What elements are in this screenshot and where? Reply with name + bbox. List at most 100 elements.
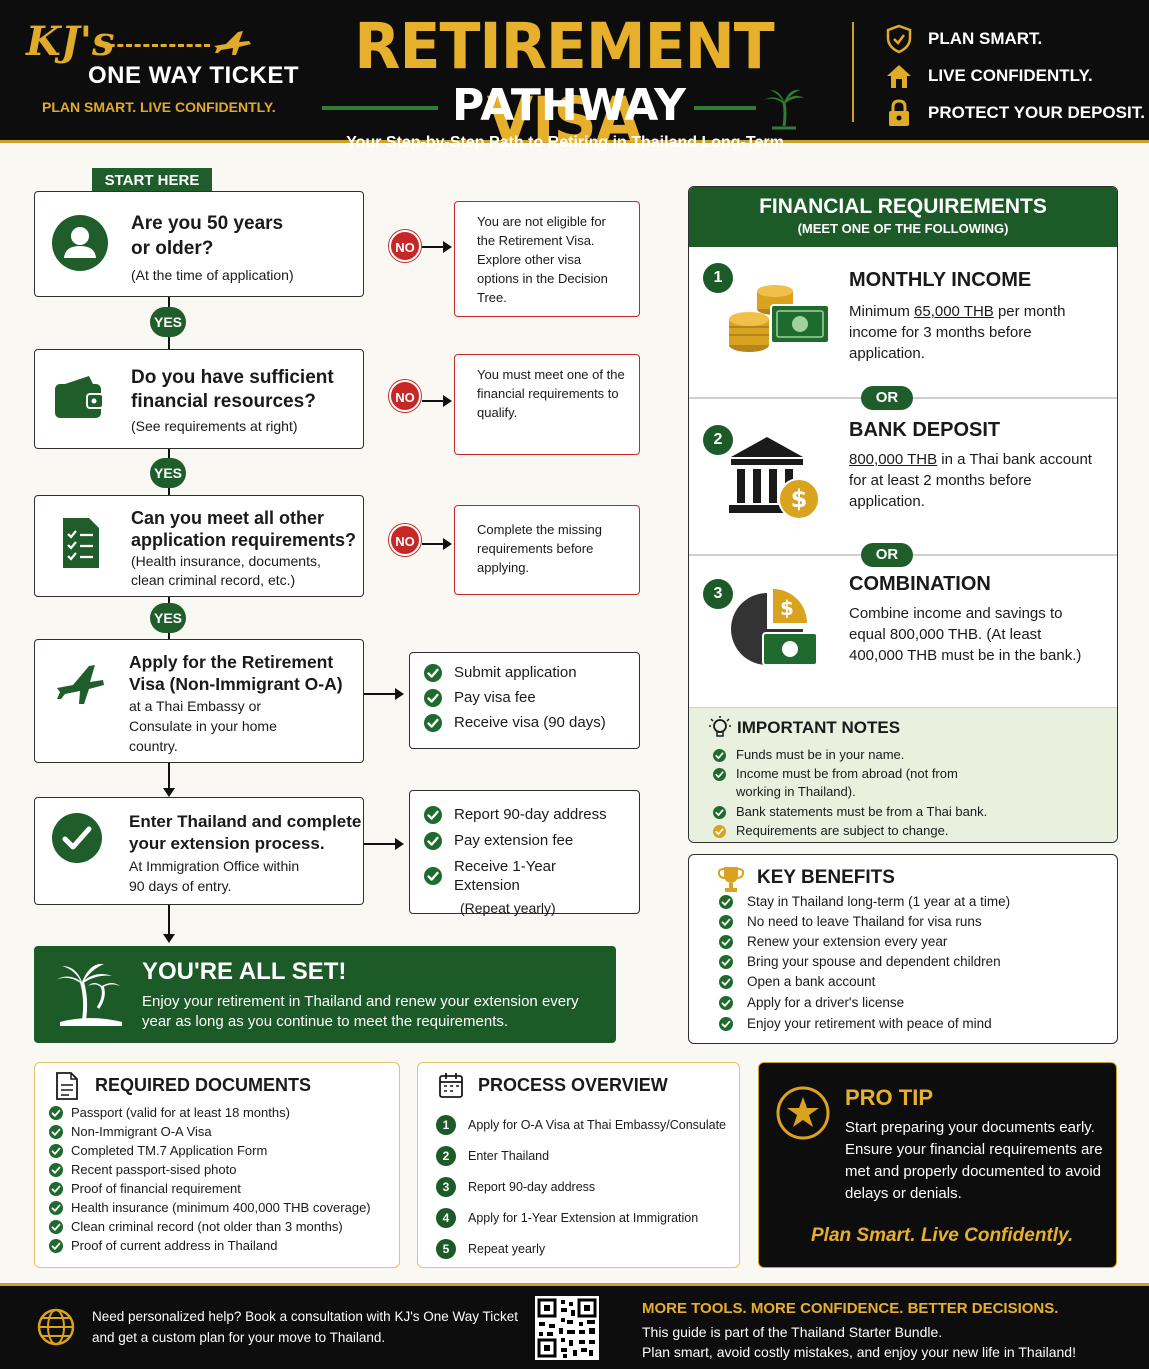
option-title: MONTHLY INCOME [849,269,1032,291]
step-subtitle: Consulate in your home [129,718,277,734]
step-subtitle: At Immigration Office within [129,858,300,874]
step-number: 1 [436,1115,456,1135]
no-badge: NO [389,380,421,412]
pro-tip-body: Start preparing your documents early. En… [845,1119,1103,1202]
header-divider [852,22,854,122]
check-icon [719,935,733,949]
document-item: Proof of financial requirement [49,1180,241,1197]
warning-check-icon [713,825,726,838]
check-icon [49,1220,63,1234]
note-item: Requirements are subject to change. [713,822,1103,840]
important-notes: IMPORTANT NOTES Funds must be in your na… [689,707,1117,842]
step-title: Apply for the Retirement [129,652,334,672]
svg-text:$: $ [780,596,794,620]
qr-code[interactable] [535,1296,599,1360]
step-number: 3 [436,1177,456,1197]
or-badge: OR [861,386,913,410]
footer-consultation-text: Need personalized help? Book a consultat… [92,1309,519,1345]
check-icon [49,1201,63,1215]
step-enter-thailand: Enter Thailand and complete your extensi… [34,797,364,905]
question-title: Do you have sufficient [131,367,334,388]
footer-title: MORE TOOLS. MORE CONFIDENCE. BETTER DECI… [642,1300,1059,1317]
benefits-title: KEY BENEFITS [757,867,895,888]
check-icon [424,832,442,850]
pro-tip-title: PRO TIP [845,1085,934,1110]
check-icon [49,1163,63,1177]
step-number: 5 [436,1239,456,1259]
benefit-item: Bring your spouse and dependent children [719,953,1001,971]
check-icon [719,1017,733,1031]
step-subtitle: at a Thai Embassy or [129,698,262,714]
step-apply-visa: Apply for the Retirement Visa (Non-Immig… [34,639,364,763]
option-body: 800,000 THB in a Thai bank account for a… [849,451,1092,510]
question-requirements: Can you meet all other application requi… [34,495,364,597]
result-not-eligible: You are not eligible for the Retirement … [454,201,640,317]
document-item: Proof of current address in Thailand [49,1237,277,1254]
no-arrow [422,538,452,550]
check-icon [424,867,442,885]
title-rule-right [694,106,756,110]
check-icon [719,915,733,929]
check-icon [49,1106,63,1120]
all-set-body: Enjoy your retirement in Thailand and re… [142,993,579,1030]
motto-plan-smart: PLAN SMART. [884,24,1042,54]
calendar-icon [439,1073,463,1098]
wallet-icon [55,376,104,418]
check-icon [719,975,733,989]
motto-text: LIVE CONFIDENTLY. [928,66,1093,85]
no-arrow [422,395,452,407]
logo-tagline: PLAN SMART. LIVE CONFIDENTLY. [42,99,276,115]
document-item: Clean criminal record (not older than 3 … [49,1218,343,1235]
step-title: Enter Thailand and complete [129,812,362,831]
document-item: Passport (valid for at least 18 months) [49,1104,290,1121]
palm-tree-icon [764,89,804,130]
documents-title: REQUIRED DOCUMENTS [95,1075,312,1095]
motto-protect-deposit: PROTECT YOUR DEPOSIT. [884,98,1145,128]
step-number: 2 [436,1146,456,1166]
footer-body: This guide is part of the Thailand Start… [642,1322,1142,1362]
question-title: financial resources? [131,391,316,412]
benefit-item: Renew your extension every year [719,933,947,951]
step1-checklist: Submit application Pay visa fee Receive … [409,652,640,749]
globe-icon [37,1308,75,1346]
key-benefits-panel: KEY BENEFITS Stay in Thailand long-term … [688,854,1118,1044]
coins-cash-icon [729,285,830,352]
check-icon [424,806,442,824]
option-number: 2 [703,425,733,455]
step-arrow [364,688,404,700]
benefit-item: Open a bank account [719,973,875,991]
option-body: Minimum 65,000 THB per month income for … [849,303,1066,362]
pro-tip-card: PRO TIP Start preparing your documents e… [758,1062,1117,1268]
house-icon [887,65,911,88]
check-icon [49,1144,63,1158]
step-title: your extension process. [129,834,325,853]
option-monthly-income: 1 MONTHLY INCOME Minimum 65,000 THB per … [689,247,1117,397]
document-item: Completed TM.7 Application Form [49,1142,267,1159]
document-icon [56,1072,78,1100]
check-icon [424,664,442,682]
shield-check-icon [886,24,912,54]
benefit-item: Stay in Thailand long-term (1 year at a … [719,893,1010,911]
check-icon [424,714,442,732]
check-icon [719,895,733,909]
question-subtitle: clean criminal record, etc.) [131,572,296,588]
page-title-line2: PATHWAY [452,80,686,131]
pro-tip-slogan: Plan Smart. Live Confidently. [811,1225,1074,1246]
header: KJ's ONE WAY TICKET PLAN SMART. LIVE CON… [0,0,1149,158]
no-badge: NO [389,230,421,262]
check-item: Submit application [424,663,625,682]
option-combination: 3 $ COMBINATION Combine income and savin… [689,569,1117,709]
benefit-item: Apply for a driver's license [719,994,904,1012]
check-item: Receive 1-Year Extension [424,857,625,895]
question-finance: Do you have sufficient financial resourc… [34,349,364,449]
no-badge: NO [389,524,421,556]
check-item: Pay visa fee [424,688,625,707]
document-item: Health insurance (minimum 400,000 THB co… [49,1199,371,1216]
check-icon [719,996,733,1010]
title-rule-left [322,106,438,110]
footer: Need personalized help? Book a consultat… [0,1283,1149,1369]
